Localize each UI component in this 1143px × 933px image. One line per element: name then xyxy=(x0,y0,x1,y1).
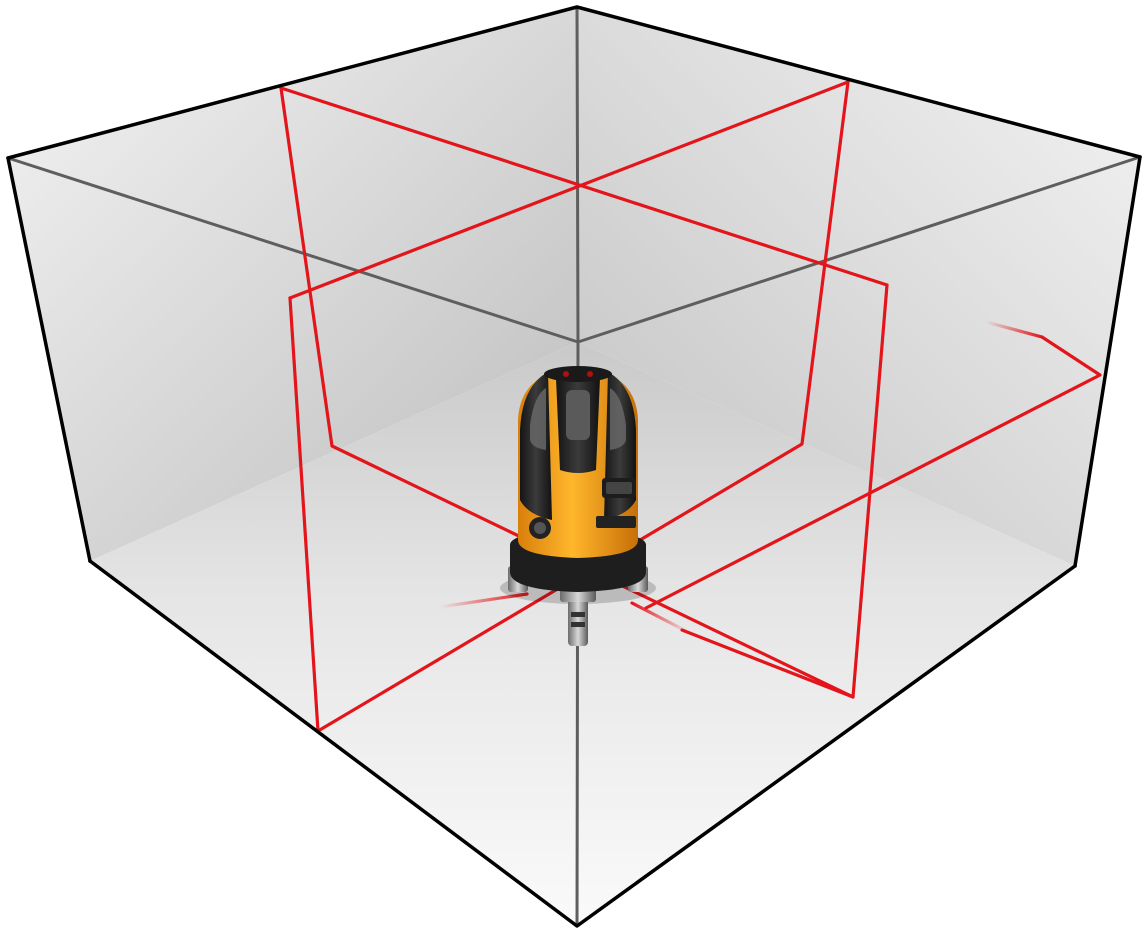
laser-level-room-illustration xyxy=(0,0,1143,933)
